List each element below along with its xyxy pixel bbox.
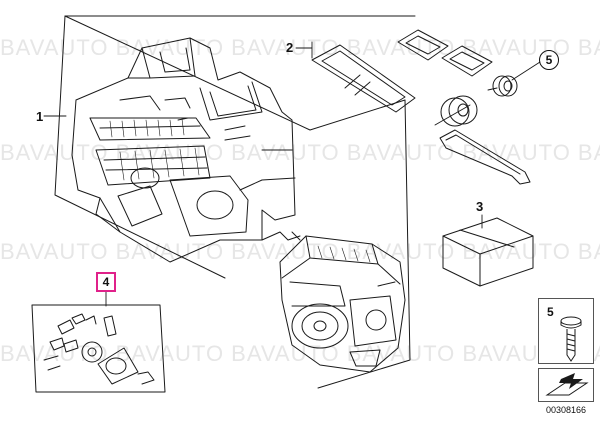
housing-grille-detail xyxy=(109,118,200,181)
callout-part-4[interactable]: 4 xyxy=(96,272,116,292)
reference-panel: 5 xyxy=(538,298,594,414)
screw-icon xyxy=(560,316,582,362)
page-corner-box[interactable] xyxy=(538,368,594,402)
foam-ring-part xyxy=(440,95,478,127)
callout-part-5[interactable]: 5 xyxy=(539,50,559,70)
ref-callout-part-5: 5 xyxy=(547,305,554,319)
part-4-hardware xyxy=(43,313,155,385)
gasket-frame-small xyxy=(397,29,493,77)
blower-grille-detail xyxy=(317,245,371,263)
assembly-frame xyxy=(54,15,416,389)
gasket-frame-large xyxy=(311,44,416,113)
screw-reference-box[interactable]: 5 xyxy=(538,298,594,364)
long-seal-strip xyxy=(439,129,531,185)
hvac-housing xyxy=(71,37,301,263)
leader-lines xyxy=(43,41,541,307)
callout-part-3[interactable]: 3 xyxy=(476,199,484,214)
page-corner-arrow-icon xyxy=(545,373,589,396)
box-part xyxy=(442,217,534,287)
blower-unit xyxy=(279,235,406,373)
diagram-id: 00308166 xyxy=(545,405,587,415)
grommet-part xyxy=(487,75,518,97)
part-4-subbox xyxy=(31,304,166,393)
callout-part-1[interactable]: 1 xyxy=(36,109,44,124)
callout-part-2[interactable]: 2 xyxy=(286,40,294,55)
